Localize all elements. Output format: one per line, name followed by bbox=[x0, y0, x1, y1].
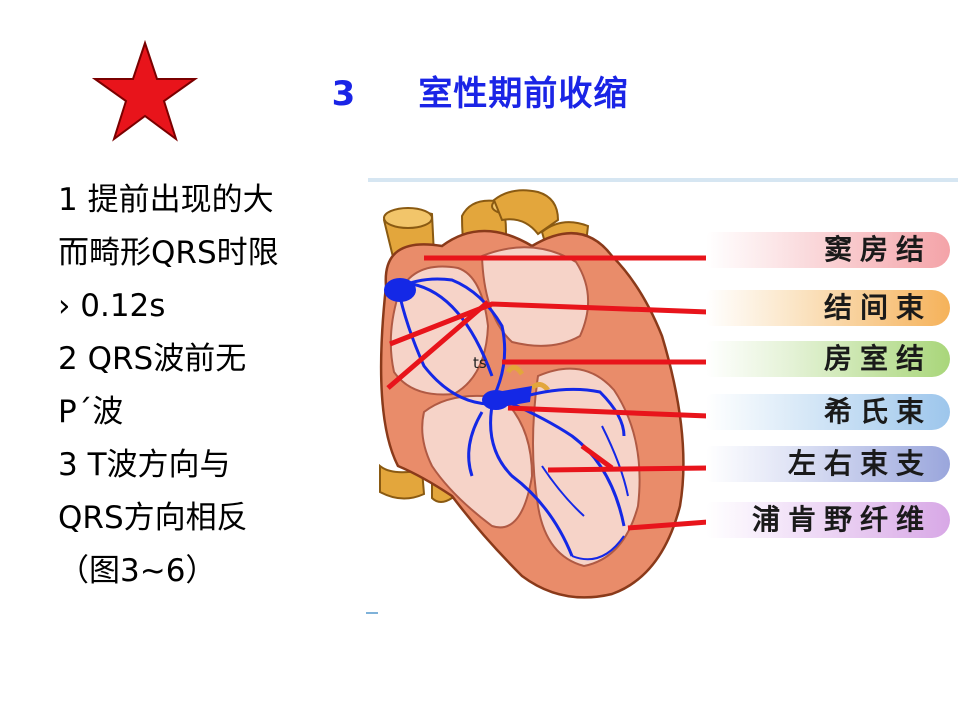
label-purkinje-fibers: 浦肯野纤维 bbox=[706, 502, 950, 538]
label-text: 左右束支 bbox=[787, 447, 932, 480]
text-line: QRS方向相反 bbox=[58, 500, 248, 536]
text-line: 而畸形QRS时限 bbox=[58, 235, 279, 271]
ts-marker: ts bbox=[473, 354, 487, 372]
his-bundle bbox=[496, 386, 532, 408]
text-line: （图3~6） bbox=[58, 553, 217, 589]
pointer-lines bbox=[386, 255, 709, 531]
sa-node bbox=[384, 278, 416, 302]
description-text: 1 提前出现的大 而畸形QRS时限 › 0.12s 2 QRS波前无 P´波 3… bbox=[58, 174, 358, 598]
text-line: 3 T波方向与 bbox=[58, 447, 231, 483]
red-star-icon bbox=[92, 40, 198, 142]
figure-corner-mark bbox=[366, 612, 378, 614]
label-internodal-tract: 结间束 bbox=[706, 290, 950, 326]
text-line: 2 QRS波前无 bbox=[58, 341, 247, 377]
text-line: P´波 bbox=[58, 394, 124, 430]
slide-title: 3 室性期前收缩 bbox=[0, 66, 960, 115]
label-his-bundle: 希氏束 bbox=[706, 394, 950, 430]
label-text: 窦房结 bbox=[823, 233, 932, 266]
label-av-node: 房室结 bbox=[706, 341, 950, 377]
label-text: 浦肯野纤维 bbox=[751, 503, 932, 536]
heart-conduction-diagram bbox=[362, 176, 958, 622]
conduction-nodes bbox=[384, 278, 532, 410]
label-text: 希氏束 bbox=[823, 395, 932, 428]
label-sa-node: 窦房结 bbox=[706, 232, 950, 268]
label-text: 结间束 bbox=[823, 291, 932, 324]
label-text: 房室结 bbox=[823, 342, 932, 375]
title-number: 3 bbox=[331, 74, 357, 114]
text-line: 1 提前出现的大 bbox=[58, 182, 274, 218]
text-line: › 0.12s bbox=[58, 288, 166, 324]
title-text: 室性期前收缩 bbox=[418, 74, 629, 114]
label-bundle-branches: 左右束支 bbox=[706, 446, 950, 482]
